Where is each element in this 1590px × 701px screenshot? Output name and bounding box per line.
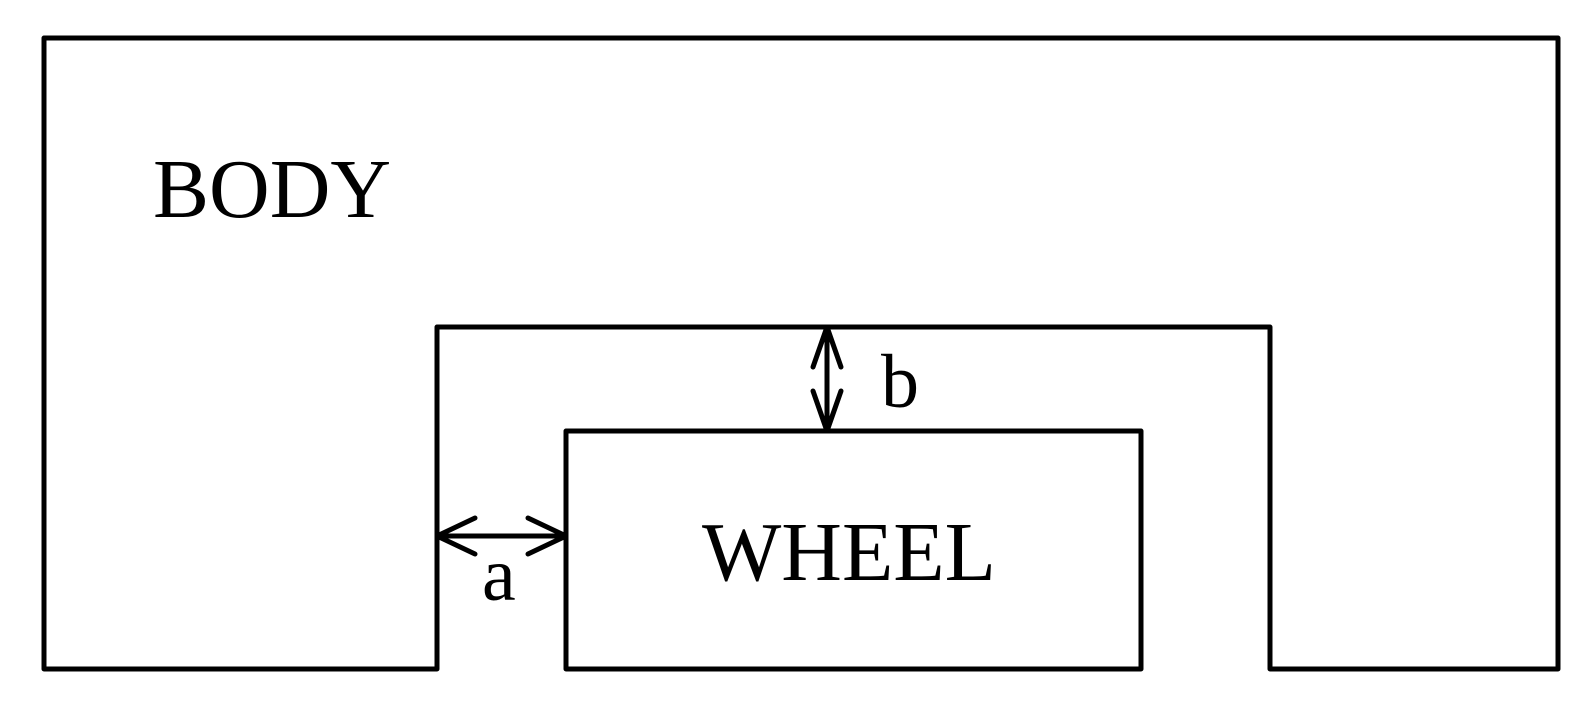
dimension-a-arrow bbox=[434, 515, 569, 557]
body-label: BODY bbox=[153, 143, 391, 236]
dimension-a-label: a bbox=[482, 533, 516, 617]
wheel-label: WHEEL bbox=[702, 506, 996, 599]
dimension-b-label: b bbox=[881, 340, 919, 424]
body-outline bbox=[41, 35, 1561, 672]
dimension-b-arrow bbox=[810, 324, 844, 434]
wheel-rectangle bbox=[563, 428, 1144, 672]
